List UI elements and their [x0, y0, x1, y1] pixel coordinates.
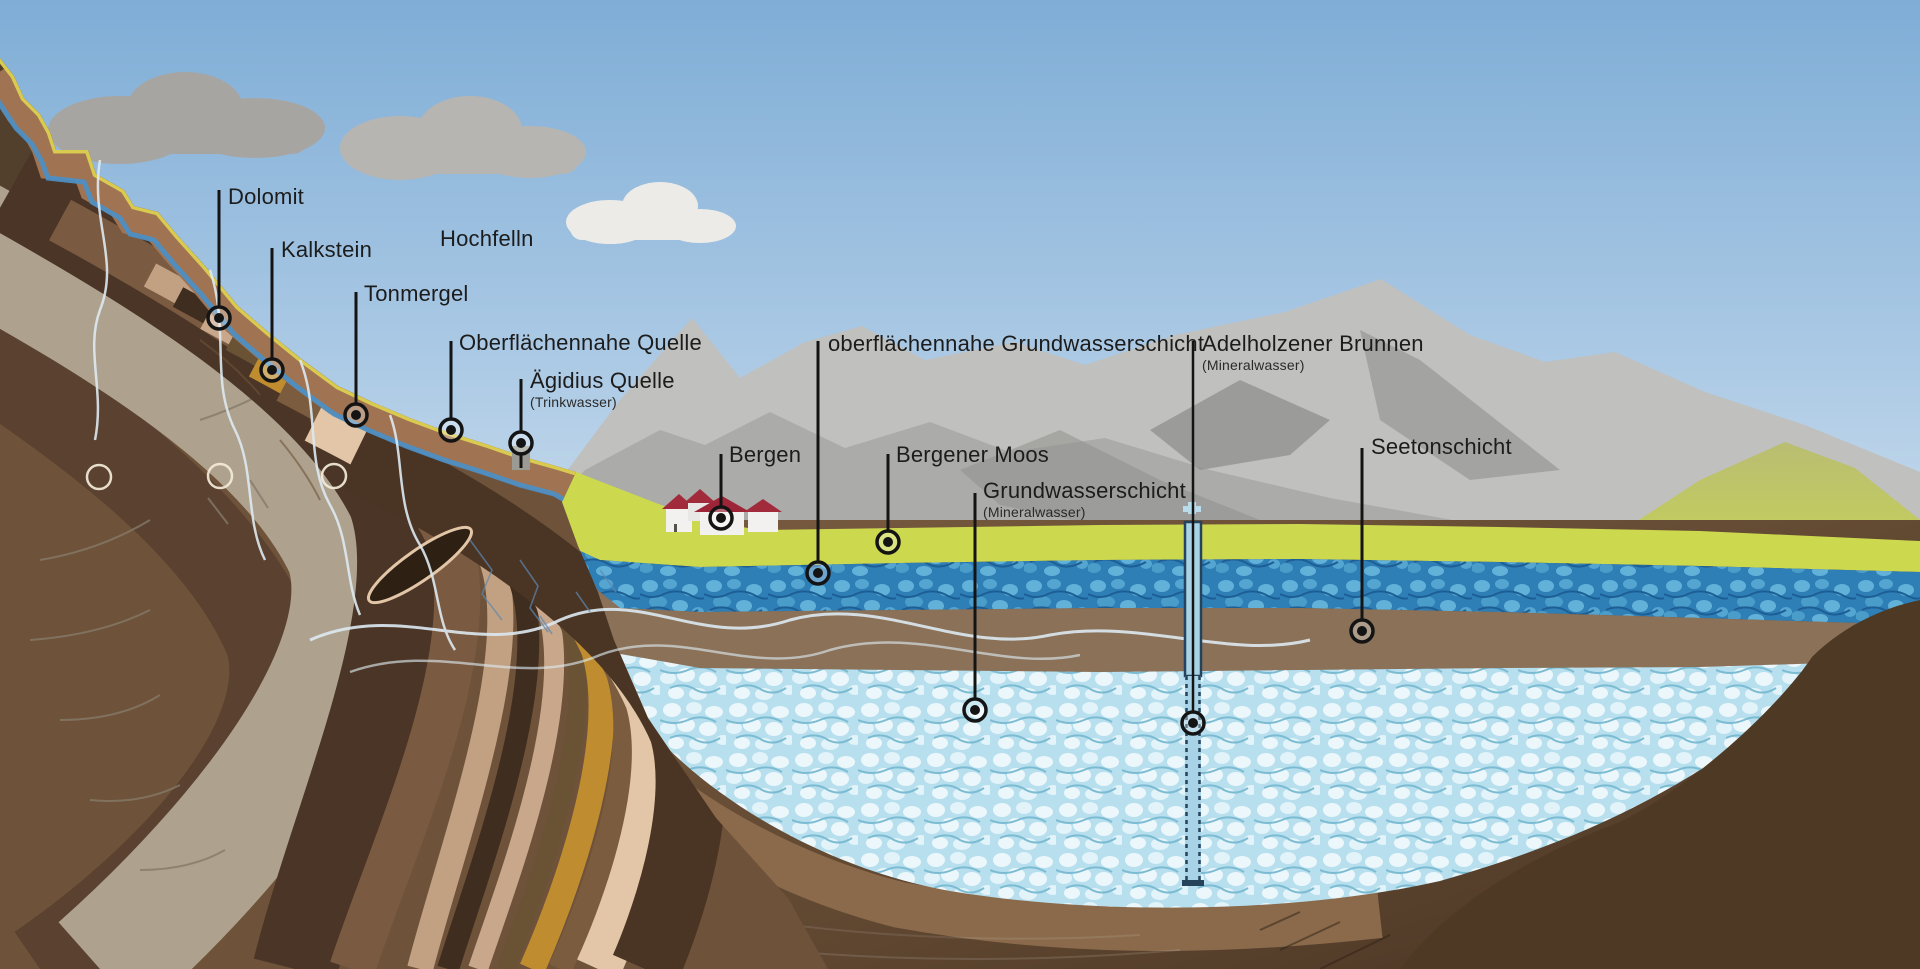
- label-grundwasserschicht: Grundwasserschicht (Mineralwasser): [983, 478, 1186, 521]
- upper-groundwater-layer: [556, 540, 1920, 625]
- leader-lines: [217, 190, 1364, 712]
- label-oberflaechennahe-quelle: Oberflächennahe Quelle: [459, 330, 702, 355]
- marker-tonmergel[interactable]: [343, 402, 369, 428]
- clay-layer: [585, 580, 1920, 672]
- marker-bergen[interactable]: [708, 505, 734, 531]
- marker-seetonschicht[interactable]: [1349, 618, 1375, 644]
- cloud-icon: [48, 72, 325, 164]
- marker-dolomit[interactable]: [206, 305, 232, 331]
- hotspot-circle[interactable]: [85, 463, 113, 491]
- label-adelholzener-brunnen: Adelholzener Brunnen (Mineralwasser): [1202, 331, 1424, 374]
- cloud-icon: [340, 96, 586, 180]
- cloud-icon: [566, 182, 736, 244]
- marker-oberflaechennahe-grundwasserschicht[interactable]: [805, 560, 831, 586]
- label-bergener-moos: Bergener Moos: [896, 442, 1050, 467]
- marker-kalkstein[interactable]: [259, 357, 285, 383]
- label-oberflaechennahe-grundwasserschicht: oberflächennahe Grundwasserschicht: [828, 331, 1205, 356]
- label-tonmergel: Tonmergel: [364, 281, 469, 306]
- label-hochfelln: Hochfelln: [440, 226, 534, 251]
- hotspot-circle[interactable]: [206, 462, 234, 490]
- marker-oberflaechennahe-quelle[interactable]: [438, 417, 464, 443]
- hotspot-circles: [85, 462, 348, 491]
- label-dolomit: Dolomit: [228, 184, 304, 209]
- mineral-aquifer: [598, 650, 1828, 908]
- marker-grundwasserschicht[interactable]: [962, 697, 988, 723]
- marker-adelholzener-brunnen[interactable]: [1180, 710, 1206, 736]
- hotspot-circle[interactable]: [320, 462, 348, 490]
- marker-bergener-moos[interactable]: [875, 529, 901, 555]
- grass-layer: [540, 472, 1920, 572]
- label-aegidius-quelle: Ägidius Quelle (Trinkwasser): [530, 368, 675, 411]
- marker-aegidius-quelle[interactable]: [508, 430, 534, 456]
- marker-dots: [206, 305, 1375, 736]
- label-kalkstein: Kalkstein: [281, 237, 373, 262]
- bedrock-right: [1400, 600, 1920, 969]
- water-veins: [93, 159, 1311, 674]
- label-seetonschicht: Seetonschicht: [1371, 434, 1512, 459]
- label-bergen: Bergen: [729, 442, 802, 467]
